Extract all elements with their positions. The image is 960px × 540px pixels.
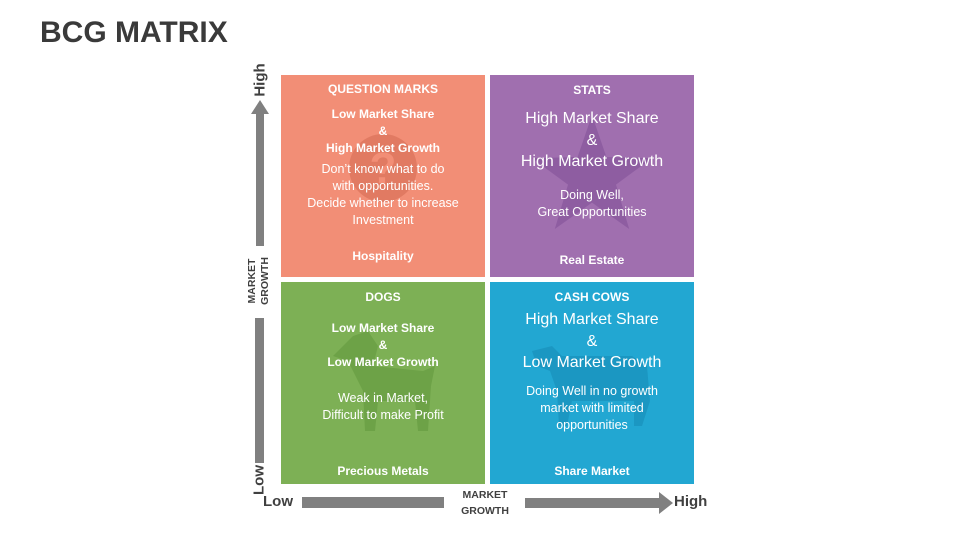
svg-text:?: ? [370, 144, 397, 193]
market-growth-text: Low Market Growth [522, 354, 662, 371]
x-axis-bar-left [302, 497, 444, 508]
y-axis-bar-lower [255, 318, 264, 463]
x-axis-low-label: Low [263, 493, 293, 510]
description-line: Difficult to make Profit [322, 408, 444, 422]
description-line: Great Opportunities [537, 204, 647, 219]
description-line: market with limited [540, 400, 644, 415]
market-growth-text: High Market Growth [520, 153, 664, 170]
market-share-text: Low Market Share [331, 107, 435, 121]
x-axis-high-label: High [674, 493, 708, 510]
market-share-text: Low Market Share [331, 321, 435, 335]
quadrant-heading: DOGS [365, 290, 401, 304]
market-share-text: High Market Share [525, 311, 659, 328]
quadrant-stars: STATS High Market Share & High Market Gr… [490, 75, 694, 277]
y-axis-title-line: GROWTH [259, 257, 271, 305]
description-line: Doing Well, [560, 187, 624, 202]
ampersand: & [586, 131, 598, 149]
x-axis-title-line: MARKET [462, 489, 508, 501]
y-axis-high-label: High [251, 63, 269, 97]
quadrant-heading: CASH COWS [554, 290, 630, 304]
quadrant-question-marks: ? QUESTION MARKS Low Market Share & High… [281, 75, 485, 277]
y-axis-low-label: Low [250, 465, 268, 495]
question-mark-icon: ? [349, 134, 417, 202]
description-line: Investment [352, 213, 414, 227]
description-line: with opportunities. [332, 179, 434, 193]
ampersand: & [378, 124, 388, 138]
quadrant-cash-cows: CASH COWS High Market Share & Low Market… [490, 282, 694, 484]
example-label: Hospitality [352, 249, 414, 263]
y-axis-title-line: MARKET [246, 258, 258, 304]
x-axis-arrow-right [525, 492, 673, 514]
star-icon [532, 115, 652, 229]
description-line: Decide whether to increase [307, 196, 459, 210]
example-label: Share Market [554, 464, 630, 478]
description-line: opportunities [556, 417, 628, 432]
quadrant-heading: STATS [573, 83, 611, 97]
cow-icon [532, 346, 650, 426]
example-label: Real Estate [559, 253, 625, 267]
market-share-text: High Market Share [525, 110, 659, 127]
x-axis-title-line: GROWTH [461, 505, 509, 517]
quadrant-dogs: DOGS Low Market Share & Low Market Growt… [281, 282, 485, 484]
description-line: Weak in Market, [337, 391, 429, 405]
description-line: Doing Well in no growth [526, 383, 658, 398]
example-label: Precious Metals [337, 464, 429, 478]
ampersand: & [378, 338, 388, 352]
market-growth-text: High Market Growth [325, 141, 440, 155]
ampersand: & [586, 332, 598, 350]
description-line: Don’t know what to do [321, 162, 445, 176]
market-growth-text: Low Market Growth [327, 355, 439, 369]
y-axis-arrow-up [251, 100, 269, 246]
x-axis-title: MARKET GROWTH [450, 487, 520, 519]
page-title: BCG MATRIX [40, 16, 228, 49]
dog-icon [333, 331, 435, 431]
quadrant-heading: QUESTION MARKS [327, 82, 438, 96]
